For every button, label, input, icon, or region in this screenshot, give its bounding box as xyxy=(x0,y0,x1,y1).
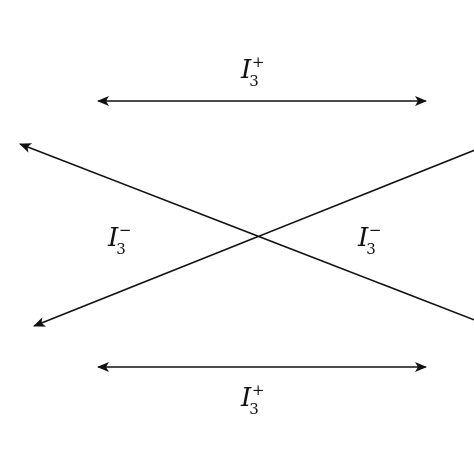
diagonal-arrow-descending xyxy=(19,143,474,327)
label-left: I3− xyxy=(108,221,132,258)
label-top: I3+ xyxy=(241,53,265,90)
diagonal-arrow-ascending xyxy=(33,143,474,327)
label-bottom: I3+ xyxy=(241,381,265,418)
label-right: I3− xyxy=(358,221,382,258)
